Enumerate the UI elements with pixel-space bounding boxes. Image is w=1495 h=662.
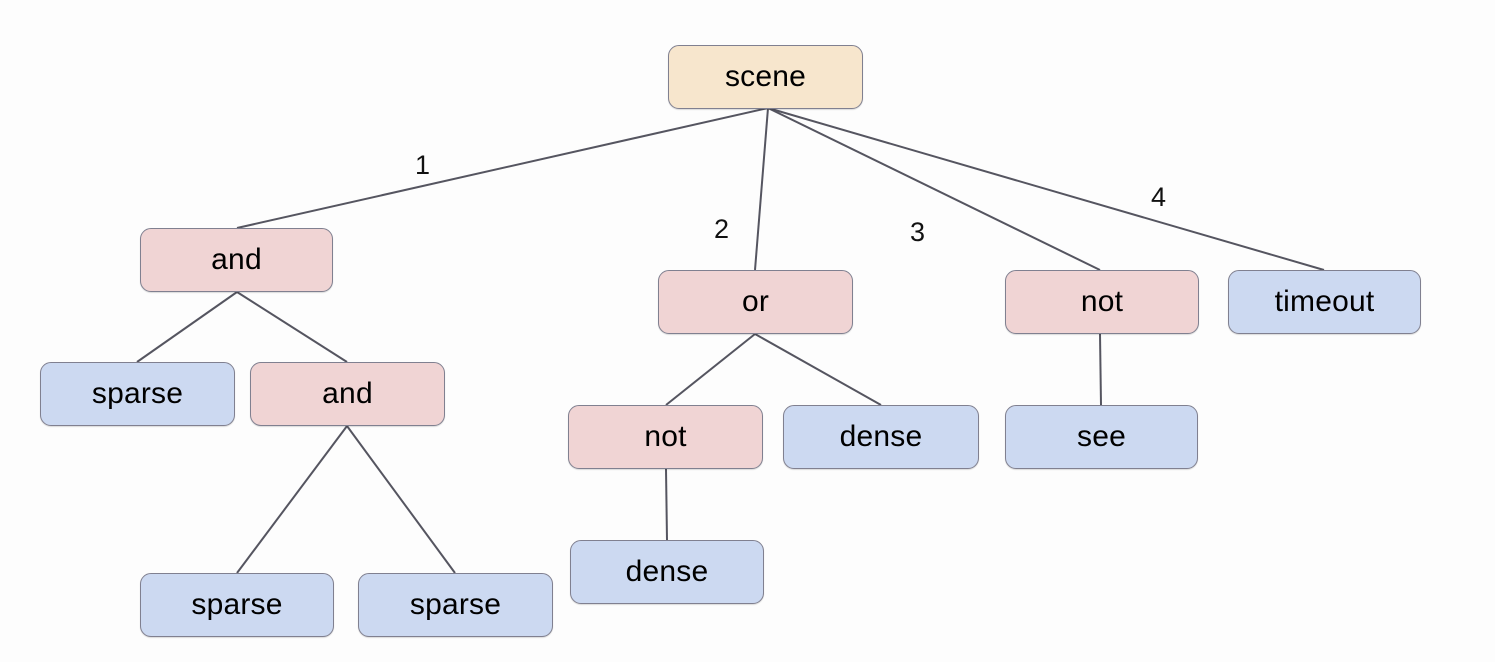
tree-node-label: timeout <box>1274 285 1375 318</box>
tree-node-sparse1[interactable]: sparse <box>40 362 235 426</box>
tree-edge-or1-to-not2 <box>665 333 756 406</box>
tree-node-label: sparse <box>91 377 184 410</box>
tree-node-label: dense <box>625 555 709 588</box>
tree-edge-not1-to-see1 <box>1099 333 1102 406</box>
tree-node-scene[interactable]: scene <box>668 45 863 109</box>
tree-node-label: not <box>644 420 687 453</box>
tree-edge-scene-to-timeout1 <box>767 107 1325 271</box>
tree-node-sparse3[interactable]: sparse <box>358 573 553 637</box>
tree-node-or1[interactable]: or <box>658 270 853 334</box>
tree-edge-and1-to-sparse1 <box>136 291 238 363</box>
tree-node-and1[interactable]: and <box>140 228 333 292</box>
tree-edge-scene-to-not1 <box>767 107 1101 271</box>
tree-edge-not2-to-dense2 <box>665 468 668 541</box>
tree-node-and2[interactable]: and <box>250 362 445 426</box>
tree-node-label: scene <box>724 60 807 93</box>
tree-edge-scene-to-and1 <box>236 107 769 229</box>
tree-node-not1[interactable]: not <box>1005 270 1199 334</box>
edge-label-1: 1 <box>415 150 431 180</box>
tree-node-sparse2[interactable]: sparse <box>140 573 334 637</box>
tree-node-dense2[interactable]: dense <box>570 540 764 604</box>
edge-label-3: 3 <box>910 217 926 247</box>
tree-node-label: see <box>1077 420 1126 453</box>
tree-node-see1[interactable]: see <box>1005 405 1198 469</box>
tree-node-label: not <box>1080 285 1124 318</box>
tree-node-label: dense <box>839 420 923 453</box>
tree-node-label: and <box>322 377 373 410</box>
tree-node-label: sparse <box>409 588 502 621</box>
tree-node-dense1[interactable]: dense <box>783 405 979 469</box>
tree-node-timeout1[interactable]: timeout <box>1228 270 1421 334</box>
edge-label-2: 2 <box>714 214 730 244</box>
tree-edge-scene-to-or1 <box>754 107 769 271</box>
tree-edge-and2-to-sparse2 <box>236 425 348 574</box>
edge-label-4: 4 <box>1151 182 1167 212</box>
tree-node-not2[interactable]: not <box>568 405 763 469</box>
tree-edge-and1-to-and2 <box>236 291 348 363</box>
tree-node-label: and <box>211 243 262 276</box>
tree-edge-or1-to-dense1 <box>754 333 882 406</box>
tree-node-label: sparse <box>191 588 283 621</box>
tree-edge-and2-to-sparse3 <box>346 425 456 574</box>
tree-node-label: or <box>741 285 770 318</box>
